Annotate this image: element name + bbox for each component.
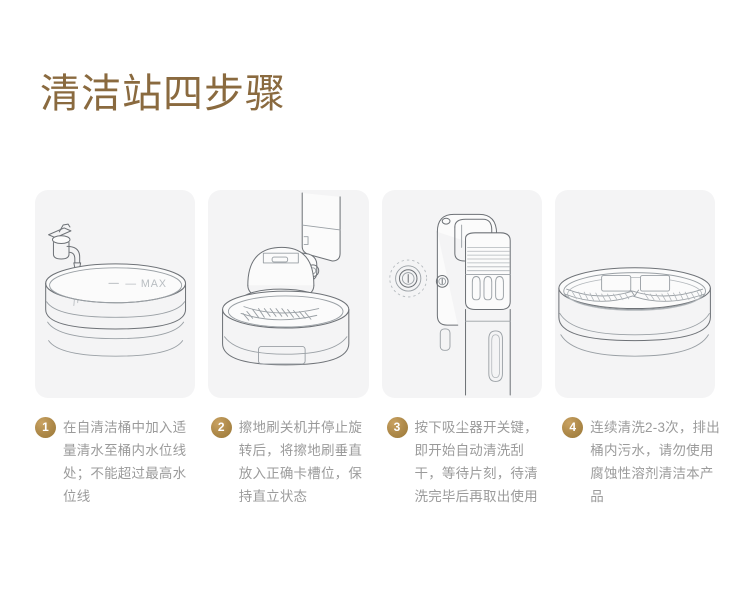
cleaning-tub-top-view-illustration (558, 267, 711, 357)
step-item-2: 2 擦地刷关机并停止旋转后，将擦地刷垂直放入正确卡槽位，保持直立状态 (210, 416, 374, 508)
panel-dock-brush (208, 190, 369, 398)
faucet-filling-tub-illustration: — MAX (45, 223, 187, 357)
step-badge-2: 2 (210, 417, 232, 438)
page-title: 清洁站四步骤 (40, 72, 286, 116)
max-level-label: — MAX (125, 278, 167, 290)
mop-brush-docked-illustration (222, 192, 350, 366)
step-text-1: 在自清洁桶中加入适量清水至桶内水位线处；不能超过最高水位线 (63, 420, 187, 504)
step-badge-3: 3 (386, 417, 408, 438)
illustration-panels: — MAX (35, 190, 715, 398)
step-badge-4: 4 (562, 417, 584, 438)
step-text-4: 连续清洗2-3次，排出桶内污水，请勿使用腐蚀性溶剂清洁本产品 (590, 420, 720, 504)
panel-tub-top-view (554, 190, 715, 398)
step-badge-1: 1 (35, 417, 56, 438)
panel-fill-water: — MAX (35, 190, 196, 398)
handheld-vacuum-power-illustration (388, 213, 511, 396)
step-item-4: 4 连续清洗2-3次，排出桶内污水，请勿使用腐蚀性溶剂清洁本产品 (562, 416, 725, 508)
panel-power-button (381, 190, 542, 398)
steps-list: 1 在自清洁桶中加入适量清水至桶内水位线处；不能超过最高水位线 2 擦地刷关机并… (35, 416, 725, 508)
step-item-3: 3 按下吸尘器开关键，即开始自动清洗刮干，等待片刻，待清洗完毕后再取出使用 (386, 416, 550, 508)
vacuum-power-button (435, 275, 449, 288)
step-item-1: 1 在自清洁桶中加入适量清水至桶内水位线处；不能超过最高水位线 (35, 416, 198, 508)
step-text-2: 擦地刷关机并停止旋转后，将擦地刷垂直放入正确卡槽位，保持直立状态 (238, 420, 363, 504)
step-text-3: 按下吸尘器开关键，即开始自动清洗刮干，等待片刻，待清洗完毕后再取出使用 (414, 420, 538, 504)
